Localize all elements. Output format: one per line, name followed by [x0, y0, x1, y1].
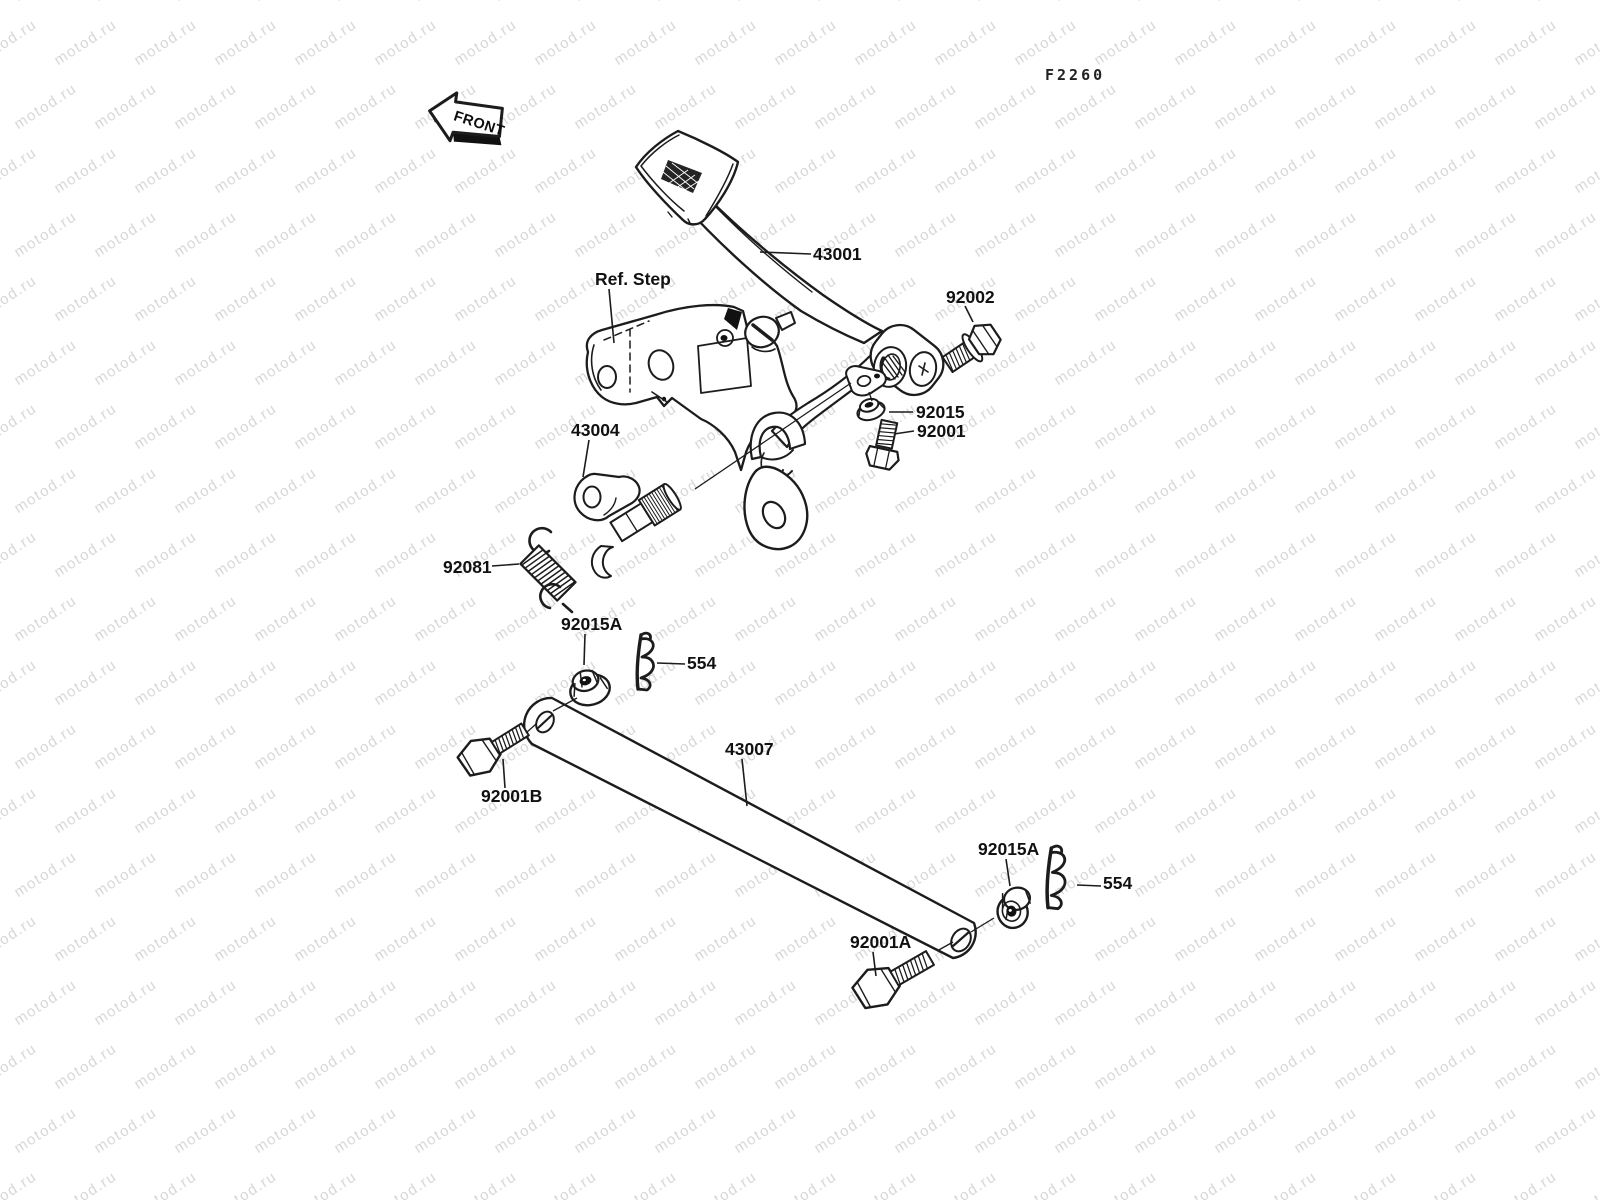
part-label-hex-bolt-front: 92001B: [481, 786, 542, 806]
part-label-step-bracket-reference: Ref. Step: [595, 269, 671, 289]
part-label-pivot-shaft-bolt: 92002: [946, 287, 995, 307]
leader-line-cotter-clip-lower: [1076, 884, 1102, 887]
part-bolt-92001b: [456, 722, 530, 777]
assembly-line: [868, 391, 873, 402]
leader-line-brake-pedal: [759, 251, 812, 255]
part-lever-43004: [573, 472, 682, 579]
front-direction-badge: FRONT: [428, 91, 506, 146]
leader-line-return-spring: [491, 563, 520, 567]
part-label-lock-nut: 92015: [916, 402, 965, 422]
part-label-hex-bolt-rear: 92001A: [850, 932, 912, 952]
front-arrow-icon: [428, 91, 504, 143]
assembly-line: [936, 941, 954, 952]
leader-line-brake-rod: [741, 758, 748, 807]
part-label-hex-bolt: 92001: [917, 421, 966, 441]
leader-line-cotter-clip-upper: [656, 662, 686, 665]
leader-line-flanged-nut-lower: [1005, 858, 1011, 887]
leader-line-brake-cam-lever: [582, 439, 590, 478]
assembly-line: [694, 382, 852, 490]
part-nut-92015: [856, 397, 886, 422]
assembly-line: [970, 917, 995, 933]
leader-line-pivot-shaft-bolt: [964, 305, 974, 323]
part-label-brake-cam-lever: 43004: [571, 420, 620, 440]
leader-line-hex-bolt-front: [502, 758, 506, 789]
part-clip-554-upper: [635, 631, 655, 692]
part-step-bracket: [585, 303, 798, 472]
leader-line-hex-bolt-rear: [872, 951, 877, 977]
leader-line-step-bracket-reference: [608, 288, 615, 344]
part-label-cotter-clip-upper: 554: [687, 653, 716, 673]
part-nut-92015a-lower: [996, 886, 1031, 930]
assembly-line: [552, 697, 578, 712]
part-label-flanged-nut-lower: 92015A: [978, 839, 1040, 859]
part-label-brake-pedal: 43001: [813, 244, 862, 264]
part-bolt-92001: [865, 418, 900, 471]
part-label-return-spring: 92081: [443, 557, 492, 577]
part-pedal-pad: [634, 129, 740, 226]
part-label-cotter-clip-lower: 554: [1103, 873, 1132, 893]
leader-line-hex-bolt: [893, 430, 915, 435]
part-rod-43007: [522, 696, 977, 960]
front-arrow-shadow: [429, 110, 502, 146]
figure-code: F2260: [1045, 66, 1105, 84]
pedal-grip-hatch: [661, 160, 702, 193]
part-anchor-tab: [845, 365, 887, 397]
part-spring-92081: [519, 526, 577, 614]
leader-line-flanged-nut-upper: [583, 633, 586, 666]
part-bolt-92001a: [851, 950, 935, 1010]
part-tab-washer-bolt: [724, 308, 796, 353]
part-nut-92015a-upper: [569, 669, 611, 707]
part-label-brake-rod: 43007: [725, 739, 774, 759]
part-pivot-boss: [869, 323, 945, 397]
part-bolt-92002: [941, 323, 1002, 374]
part-label-flanged-nut-upper: 92015A: [561, 614, 623, 634]
leader-lines: [491, 251, 1102, 977]
assembly-line: [525, 723, 537, 734]
part-clip-554-lower: [1045, 844, 1067, 911]
assembly-lines: [525, 382, 995, 952]
